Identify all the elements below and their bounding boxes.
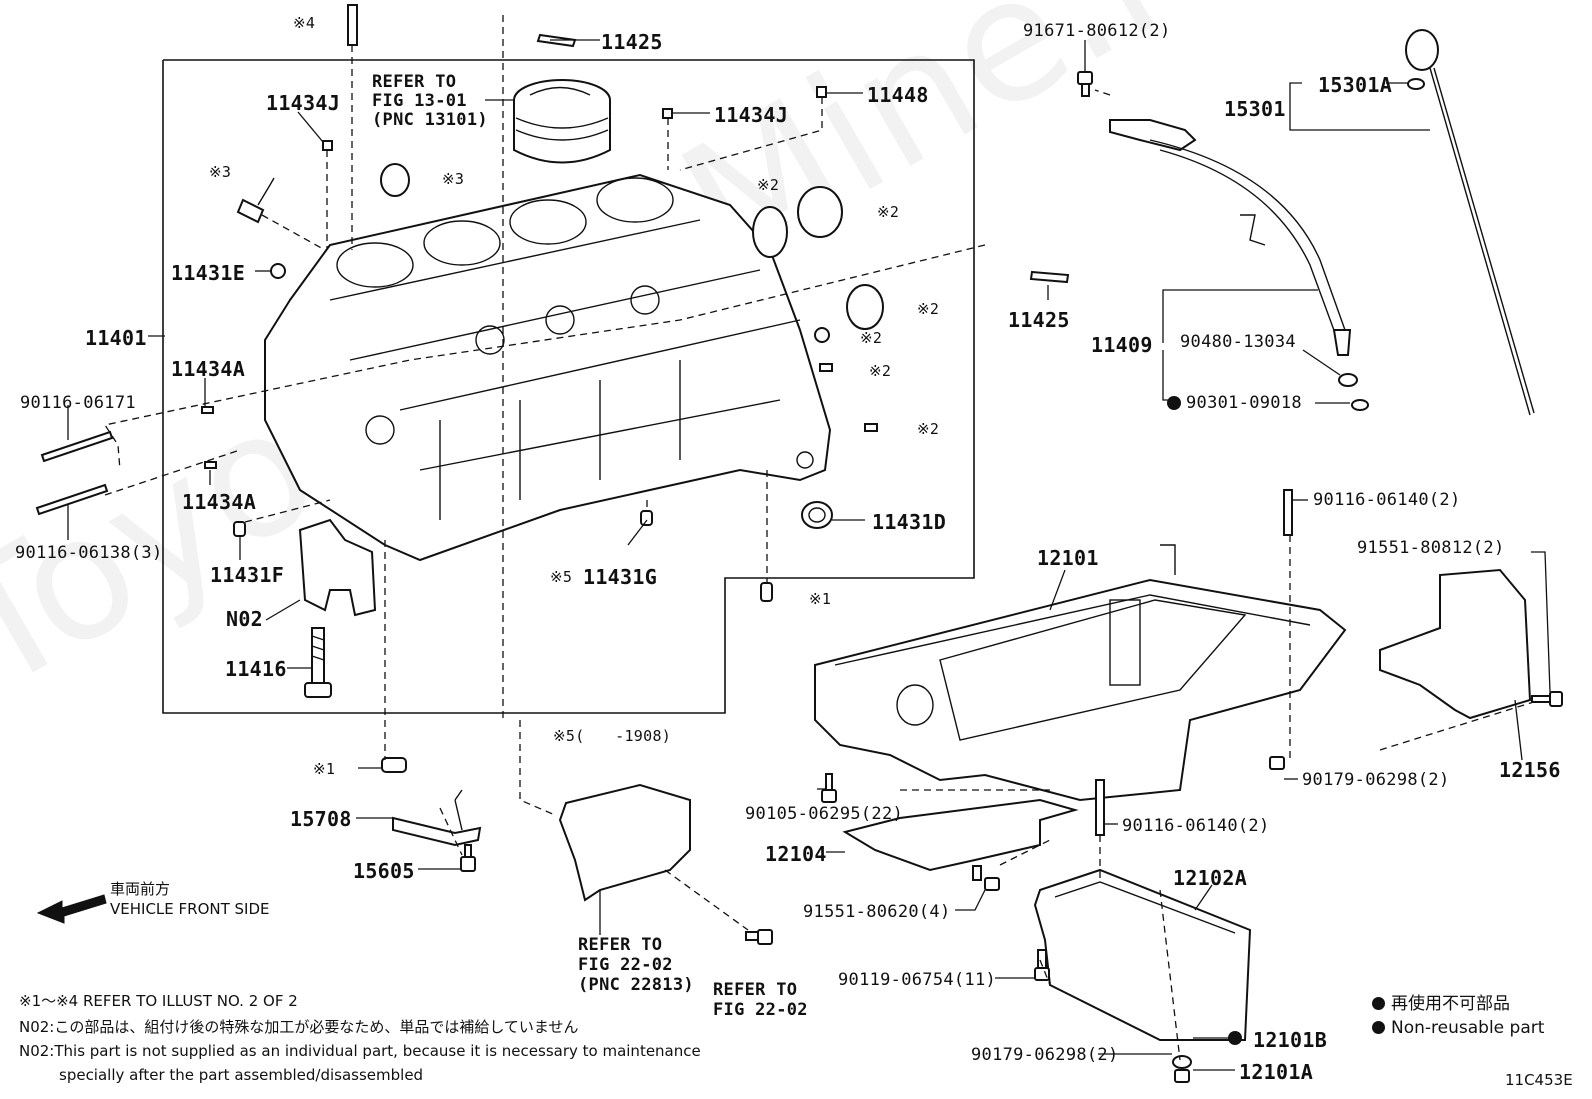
baffle-plate: [1379, 568, 1532, 720]
leader-lines: [67, 39, 1551, 1071]
label-11416: 11416: [225, 657, 287, 681]
oil-level-gauge: [1405, 29, 1535, 416]
mark-1-right: ※1: [809, 590, 832, 608]
bolt-91671: [1077, 71, 1093, 97]
ref-line: REFER TO: [578, 935, 663, 955]
oil-pan-lower: [1033, 868, 1252, 1041]
ref-line: REFER TO: [713, 980, 798, 1000]
label-11434J-left: 11434J: [266, 91, 341, 115]
bolt-11416: [304, 627, 332, 698]
mark-2-d: ※2: [860, 329, 883, 347]
label-90119-06754: 90119-06754(11): [838, 970, 997, 990]
nonreusable-dot-icon: [1372, 1021, 1385, 1034]
label-12101A: 12101A: [1239, 1060, 1314, 1084]
vehicle-front-en: VEHICLE FRONT SIDE: [110, 900, 270, 918]
vehicle-front-label: 車両前方 VEHICLE FRONT SIDE: [110, 879, 270, 919]
small-parts: [35, 4, 1070, 602]
legend: 再使用不可部品 Non-reusable part: [1372, 992, 1544, 1040]
label-91551-80620: 91551-80620(4): [803, 902, 951, 922]
label-11431G: 11431G: [583, 565, 658, 589]
label-90116-06140-bottom: 90116-06140(2): [1122, 816, 1270, 836]
label-11434A-top: 11434A: [171, 357, 246, 381]
label-91551-80812: 91551-80812(2): [1357, 538, 1505, 558]
mark-2-f: ※2: [917, 420, 940, 438]
label-90179-06298-bottom: 90179-06298(2): [971, 1045, 1119, 1065]
label-N02: N02: [226, 607, 264, 631]
label-91671-80612: 91671-80612(2): [1023, 21, 1171, 41]
cylinder-block-drawing: [264, 173, 832, 562]
label-11409: 11409: [1091, 333, 1153, 357]
ref-fig-13-01: REFER TO FIG 13-01 (PNC 13101): [372, 73, 488, 130]
label-12101: 12101: [1037, 546, 1099, 570]
mark-5-note: ※5( -1908): [553, 727, 672, 745]
sensor-bracket: [392, 789, 482, 847]
nonreusable-dot-icon: [1372, 997, 1385, 1010]
label-11431F: 11431F: [210, 563, 285, 587]
label-15301: 15301: [1224, 97, 1286, 121]
ref-line: (PNC 13101): [372, 110, 488, 130]
ref-line: REFER TO: [372, 72, 457, 92]
mark-4: ※4: [293, 14, 316, 32]
label-11431E: 11431E: [171, 261, 246, 285]
legend-en: Non-reusable part: [1391, 1018, 1545, 1038]
nonreusable-dot-90301: [1167, 396, 1181, 410]
ref-line: FIG 22-02: [713, 1000, 808, 1020]
label-90116-06171: 90116-06171: [20, 393, 136, 413]
label-11401: 11401: [85, 326, 147, 350]
mark-2-b: ※2: [877, 203, 900, 221]
label-11425-right: 11425: [1008, 308, 1070, 332]
note-n02-en-2: specially after the part assembled/disas…: [59, 1066, 424, 1084]
misc-bolts: [381, 489, 1563, 1083]
label-12104: 12104: [765, 842, 827, 866]
label-11431D: 11431D: [872, 510, 947, 534]
label-11448: 11448: [867, 83, 929, 107]
label-15605: 15605: [353, 859, 415, 883]
front-arrow-icon: [36, 894, 107, 924]
vehicle-front-jp: 車両前方: [110, 880, 171, 898]
label-90116-06140-top: 90116-06140(2): [1313, 490, 1461, 510]
note-n02-en-1: N02:This part is not supplied as an indi…: [19, 1042, 701, 1060]
label-15708: 15708: [290, 807, 352, 831]
label-90301-09018: 90301-09018: [1186, 393, 1302, 413]
ref-line: FIG 13-01: [372, 91, 467, 111]
mark-2-c: ※2: [917, 300, 940, 318]
mark-1-left: ※1: [313, 760, 336, 778]
label-11434A-bottom: 11434A: [182, 490, 257, 514]
note-n02-jp: N02:この部品は、組付け後の特殊な加工が必要なため、単品では補給していません: [19, 1018, 579, 1036]
block-group-frame: [162, 59, 975, 714]
bracket-fig22: [558, 783, 691, 902]
label-11425-top: 11425: [601, 30, 663, 54]
label-12102A: 12102A: [1173, 866, 1248, 890]
legend-jp-row: 再使用不可部品: [1372, 992, 1544, 1016]
label-90116-06138: 90116-06138(3): [15, 543, 163, 563]
label-11434J-right: 11434J: [714, 103, 789, 127]
legend-jp: 再使用不可部品: [1391, 994, 1510, 1014]
ref-line: FIG 22-02: [578, 955, 673, 975]
assembly-dashed-lines: [103, 15, 1541, 1061]
label-90480-13034: 90480-13034: [1180, 332, 1296, 352]
label-90105-06295: 90105-06295(22): [745, 804, 904, 824]
legend-en-row: Non-reusable part: [1372, 1016, 1544, 1040]
ref-fig-22-02-b: REFER TO FIG 22-02: [713, 980, 808, 1020]
baffle-12104: [842, 798, 1079, 872]
label-12156: 12156: [1499, 758, 1561, 782]
label-15301A: 15301A: [1318, 73, 1393, 97]
mark-2-e: ※2: [869, 362, 892, 380]
mark-3-left: ※3: [209, 163, 232, 181]
nonreusable-dot-12101B: [1228, 1031, 1242, 1045]
piston-drawing: [513, 79, 611, 164]
ref-fig-22-02-a: REFER TO FIG 22-02 (PNC 22813): [578, 935, 694, 995]
note-refer-illust: ※1～※4 REFER TO ILLUST NO. 2 OF 2: [19, 992, 298, 1010]
n02-bearing-cap: [298, 518, 377, 617]
mark-3-right: ※3: [442, 170, 465, 188]
mark-5: ※5: [550, 568, 573, 586]
oil-pan-upper: [814, 544, 1347, 802]
ref-line: (PNC 22813): [578, 975, 694, 995]
mark-2-a: ※2: [757, 176, 780, 194]
label-90179-06298-top: 90179-06298(2): [1302, 770, 1450, 790]
oil-level-gauge-guide: [1109, 119, 1369, 411]
label-12101B: 12101B: [1253, 1028, 1328, 1052]
illustration-code: 11C453E: [1505, 1071, 1573, 1089]
